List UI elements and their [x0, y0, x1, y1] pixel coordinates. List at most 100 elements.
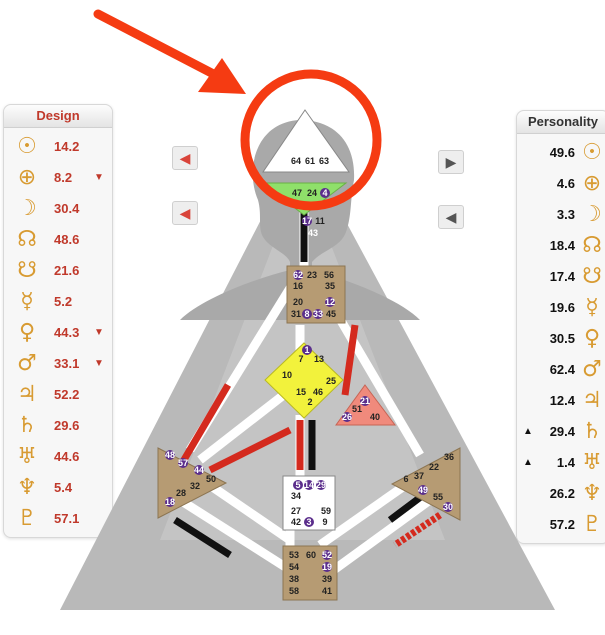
- moon-icon: ☽: [17, 196, 37, 221]
- activation-design: [174, 383, 232, 472]
- planet-row[interactable]: ☊18.4: [517, 230, 605, 261]
- planet-row[interactable]: ☽ 30.4: [4, 193, 112, 224]
- personality-panel: Personality ☉49.6⊕4.6☽3.3☊18.4☋17.4☿19.6…: [516, 110, 605, 544]
- planet-gate-value: 33.1: [54, 356, 80, 371]
- gate-label: 20: [293, 297, 303, 307]
- annotation-arrow-head: [198, 58, 246, 94]
- head-center[interactable]: [262, 109, 350, 173]
- gate-active-marker: [342, 412, 352, 422]
- planet-row[interactable]: ☉14.2: [4, 131, 112, 162]
- planet-row[interactable]: ♅44.6: [4, 441, 112, 472]
- gate-label: 25: [326, 376, 336, 386]
- planet-gate-value: 21.6: [54, 263, 80, 278]
- gate-label: 1: [304, 345, 309, 355]
- neptune-icon: ♆: [582, 481, 602, 506]
- gate-label: 19: [322, 562, 332, 572]
- gate-label: 5: [295, 480, 300, 490]
- design-title: Design: [4, 105, 112, 128]
- planet-row[interactable]: ♂33.1▼: [4, 348, 112, 379]
- sun-icon: ☉: [17, 134, 37, 159]
- uranus-icon: ♅: [582, 450, 602, 475]
- solar-plexus-center[interactable]: [390, 447, 461, 521]
- gate-label: 24: [307, 188, 317, 198]
- planet-row[interactable]: ♃52.2: [4, 379, 112, 410]
- personality-next-button[interactable]: ▶: [438, 150, 464, 174]
- pluto-icon: ♇: [582, 512, 602, 537]
- planet-gate-value: 30.4: [54, 201, 80, 216]
- planet-row[interactable]: ♆26.2: [517, 478, 605, 509]
- planet-row[interactable]: ♀30.5: [517, 323, 605, 354]
- planet-row[interactable]: ☋ 21.6: [4, 255, 112, 286]
- planet-gate-value: 49.6: [549, 145, 575, 160]
- planet-gate-value: 19.6: [549, 300, 575, 315]
- channel-solar-root-2: [317, 496, 433, 584]
- north-node-icon: ☊: [582, 233, 602, 258]
- gate-active-marker: [418, 485, 428, 495]
- planet-row[interactable]: ♇57.2: [517, 509, 605, 540]
- planet-row[interactable]: ♄29.6: [4, 410, 112, 441]
- exalted-arrow-icon: ▲: [523, 426, 533, 437]
- gate-label: 32: [190, 481, 200, 491]
- planet-row[interactable]: ⊕4.6: [517, 168, 605, 199]
- gate-active-marker: [313, 309, 323, 319]
- gate-active-marker: [178, 458, 188, 468]
- gate-label: 58: [289, 586, 299, 596]
- south-node-icon: ☋: [17, 258, 37, 283]
- gate-label: 54: [289, 562, 299, 572]
- gate-label: 35: [325, 281, 335, 291]
- planet-gate-value: 1.4: [556, 455, 575, 470]
- planet-row[interactable]: ☿ 19.6: [517, 292, 605, 323]
- mercury-icon: ☿: [585, 295, 599, 320]
- gate-label: 45: [326, 309, 336, 319]
- gate-labels: 64 61 63 47 24 4 17 11 43 62 23 56 16 35…: [165, 156, 454, 596]
- gate-label: 34: [291, 491, 301, 501]
- gate-label: 17: [302, 216, 312, 226]
- planet-row[interactable]: ♄29.4▲: [517, 416, 605, 447]
- gate-label: 49: [418, 485, 428, 495]
- planet-gate-value: 44.3: [54, 325, 80, 340]
- planet-row[interactable]: ☊48.6: [4, 224, 112, 255]
- planet-row[interactable]: ☋17.4: [517, 261, 605, 292]
- gate-active-marker: [304, 480, 314, 490]
- gate-active-marker: [443, 502, 453, 512]
- gate-label: 9: [322, 517, 327, 527]
- saturn-icon: ♄: [582, 419, 602, 444]
- personality-prev-button[interactable]: ◀: [438, 205, 464, 229]
- design-prev-button[interactable]: ◀: [172, 146, 198, 170]
- earth-icon: ⊕: [17, 165, 37, 190]
- planet-row[interactable]: ♅ 1.4 ▲: [517, 447, 605, 478]
- planet-gate-value: 12.4: [549, 393, 575, 408]
- gate-label: 41: [322, 586, 332, 596]
- gate-label: 23: [307, 270, 317, 280]
- g-center[interactable]: [264, 342, 344, 419]
- planet-row[interactable]: ☉49.6: [517, 137, 605, 168]
- exalted-arrow-icon: ▲: [523, 457, 533, 468]
- arrow-left-icon: ◀: [179, 150, 191, 166]
- gate-active-marker: [302, 345, 312, 355]
- gate-label: 6: [403, 474, 408, 484]
- planet-row[interactable]: ♀44.3▼: [4, 317, 112, 348]
- planet-row[interactable]: ☿5.2: [4, 286, 112, 317]
- planet-row[interactable]: ☽3.3: [517, 199, 605, 230]
- gate-active-marker: [302, 216, 312, 226]
- design-next-button[interactable]: ◀: [172, 201, 198, 225]
- planet-row[interactable]: ♆5.4: [4, 472, 112, 503]
- gate-label: 31: [291, 309, 301, 319]
- gate-active-marker: [293, 480, 303, 490]
- gate-label: 42: [291, 517, 301, 527]
- planet-row[interactable]: ♃12.4: [517, 385, 605, 416]
- planet-row[interactable]: ♇57.1: [4, 503, 112, 534]
- planet-gate-value: 30.5: [549, 331, 575, 346]
- spleen-center[interactable]: [157, 447, 228, 519]
- gate-label: 18: [165, 497, 175, 507]
- activation-design: [341, 324, 359, 396]
- gate-label: 52: [322, 550, 332, 560]
- gate-label: 51: [352, 404, 362, 414]
- gate-label: 37: [414, 471, 424, 481]
- north-node-icon: ☊: [17, 227, 37, 252]
- planet-row[interactable]: ⊕8.2▼: [4, 162, 112, 193]
- gate-label: 11: [315, 216, 325, 226]
- planet-row[interactable]: ♂62.4: [517, 354, 605, 385]
- gate-active-marker: [194, 465, 204, 475]
